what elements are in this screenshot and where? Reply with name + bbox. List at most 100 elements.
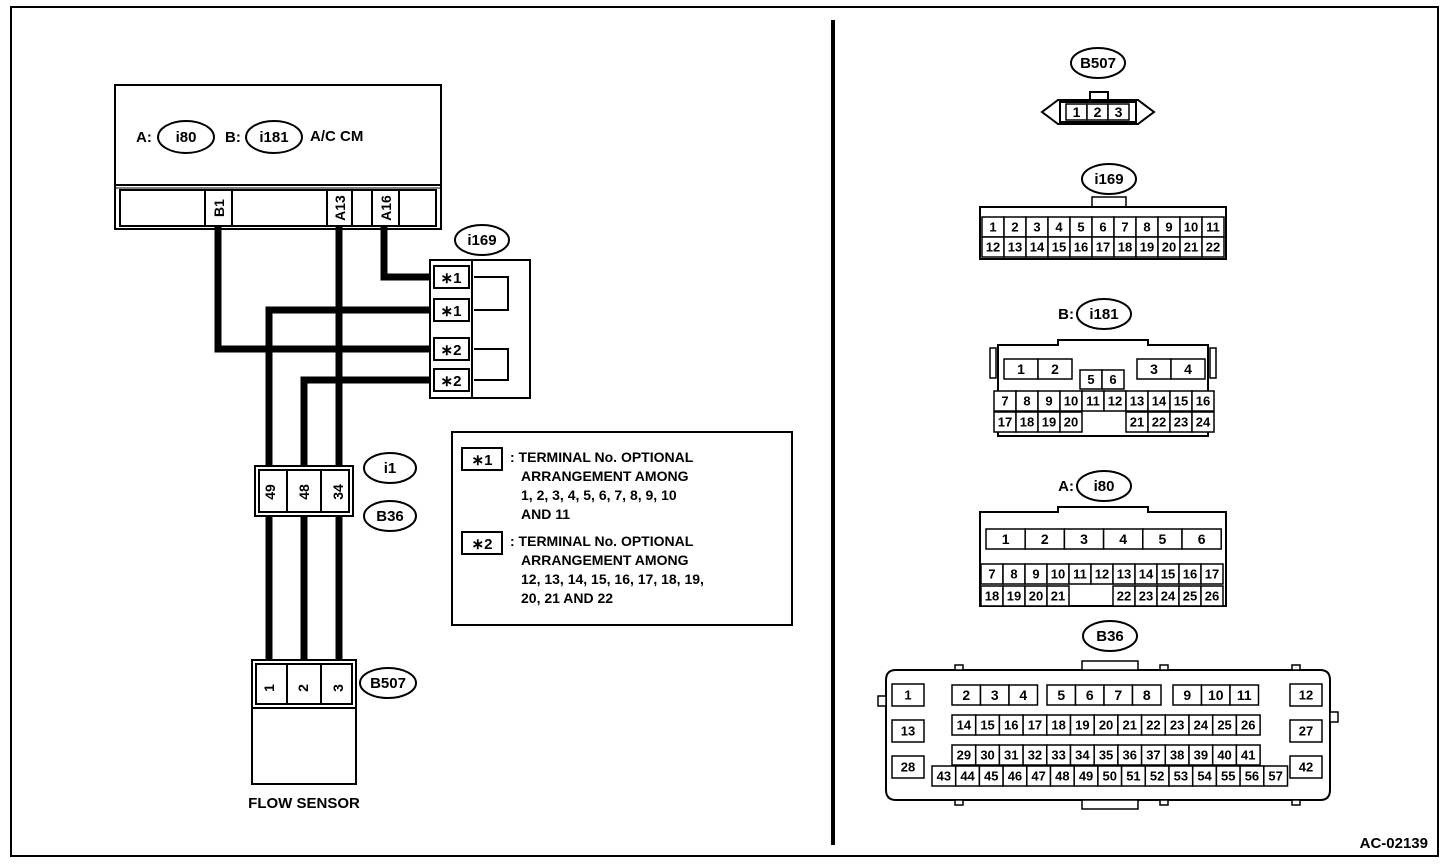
- sensor-pin-1: 1: [261, 684, 277, 692]
- legend-line: : TERMINAL No. OPTIONAL: [510, 533, 694, 549]
- pin-number: 29: [957, 748, 971, 763]
- wire-pin49-upper: [265, 306, 432, 468]
- pin-number: 3: [1033, 220, 1040, 235]
- pin-number: 15: [1161, 567, 1175, 582]
- pin-number: 55: [1221, 769, 1235, 784]
- pin-number: 18: [1118, 240, 1132, 255]
- legend-key-1: ∗1: [472, 452, 493, 469]
- joint-pin-34: 34: [330, 484, 346, 500]
- pin-number: 11: [1086, 394, 1100, 409]
- i169-label: i169: [467, 232, 496, 249]
- i169-pin-star1: ∗1: [441, 270, 462, 287]
- pin-number: 8: [1143, 687, 1151, 703]
- pin-cell: [891, 683, 925, 707]
- figure-code: AC-02139: [1360, 835, 1428, 852]
- pin-number: 8: [1023, 394, 1030, 409]
- pin-number: 2: [1094, 104, 1102, 120]
- pin-number: 10: [1208, 687, 1224, 703]
- i181-face-label: i181: [1089, 306, 1118, 323]
- pin-cell: [1289, 719, 1323, 743]
- module-prefix-b: B:: [225, 129, 241, 146]
- pin-number: 28: [901, 760, 915, 775]
- pin-cell: [1170, 358, 1206, 380]
- pin-number: 49: [1079, 769, 1093, 784]
- pin-number: 4: [1055, 220, 1063, 235]
- page-frame: [10, 6, 1439, 857]
- pin-number: 25: [1217, 718, 1231, 733]
- pin-number: 5: [1087, 372, 1094, 387]
- pin-number: 7: [988, 567, 995, 582]
- joint-label-b36: B36: [376, 508, 404, 525]
- pin-cell: [1200, 585, 1224, 607]
- pin-number: 22: [1206, 240, 1220, 255]
- pin-number: 39: [1194, 748, 1208, 763]
- pin-cell: [1289, 683, 1323, 707]
- pin-number: 3: [1080, 531, 1088, 547]
- pin-number: 24: [1161, 589, 1176, 604]
- module-prefix-a: A:: [136, 129, 152, 146]
- pin-number: 14: [1152, 394, 1167, 409]
- i169-pin-star1: ∗1: [441, 303, 462, 320]
- connector-label-oval: [1082, 620, 1138, 652]
- pin-number: 4: [1184, 361, 1192, 377]
- pin-number: 18: [1051, 718, 1065, 733]
- pin-number: 12: [1095, 567, 1109, 582]
- pin-number: 15: [1174, 394, 1188, 409]
- pin-number: 24: [1196, 415, 1211, 430]
- pin-number: 10: [1064, 394, 1078, 409]
- pin-number: 20: [1099, 718, 1113, 733]
- pin-number: 5: [1077, 220, 1084, 235]
- pin-number: 17: [1028, 718, 1042, 733]
- pin-number: 48: [1055, 769, 1069, 784]
- flow-sensor: 1 2 3 B507 FLOW SENSOR: [248, 659, 417, 812]
- pin-number: 36: [1123, 748, 1137, 763]
- legend-line: 1, 2, 3, 4, 5, 6, 7, 8, 9, 10: [521, 487, 677, 503]
- pin-number: 52: [1150, 769, 1164, 784]
- pin-number: 5: [1159, 531, 1167, 547]
- pin-number: 21: [1123, 718, 1137, 733]
- pin-number: 17: [998, 415, 1012, 430]
- pin-number: 9: [1183, 687, 1191, 703]
- pin-number: 25: [1183, 589, 1197, 604]
- pin-number: 22: [1152, 415, 1166, 430]
- wire-b1: [214, 226, 432, 353]
- terminal-a13: A13: [332, 195, 348, 221]
- pin-number: 1: [1017, 361, 1025, 377]
- pin-number: 6: [1086, 687, 1094, 703]
- pin-number: 27: [1299, 724, 1313, 739]
- pin-number: 13: [1130, 394, 1144, 409]
- pin-number: 53: [1174, 769, 1188, 784]
- pin-number: 16: [1074, 240, 1088, 255]
- sensor-name: FLOW SENSOR: [248, 795, 360, 812]
- joint-label-i1: i1: [384, 460, 397, 477]
- pin-number: 22: [1117, 589, 1131, 604]
- legend-line: 20, 21 AND 22: [521, 590, 613, 606]
- pin-cell: [1059, 411, 1083, 433]
- pin-number: 20: [1029, 589, 1043, 604]
- connector-label-oval: [1076, 470, 1132, 502]
- legend-line: ARRANGEMENT AMONG: [521, 552, 689, 568]
- b36-face-label: B36: [1096, 628, 1124, 645]
- pin-number: 10: [1051, 567, 1065, 582]
- i169-face-label: i169: [1094, 171, 1123, 188]
- pin-number: 18: [1020, 415, 1034, 430]
- pin-number: 44: [960, 769, 975, 784]
- pin-cell: [1191, 390, 1215, 412]
- i169-pin-star2: ∗2: [441, 373, 462, 390]
- pin-number: 11: [1237, 687, 1252, 703]
- pin-number: 18: [985, 589, 999, 604]
- i80-face-label: i80: [1094, 478, 1115, 495]
- pin-number: 54: [1197, 769, 1212, 784]
- pin-number: 22: [1146, 718, 1160, 733]
- i169-pin-star2: ∗2: [441, 342, 462, 359]
- ac-control-module: A: i80 B: i181 A/C CM B1 A13 A16: [114, 84, 442, 230]
- legend-line: : TERMINAL No. OPTIONAL: [510, 449, 694, 465]
- sensor-pin-2: 2: [295, 684, 311, 692]
- sensor-pin-3: 3: [330, 684, 346, 692]
- legend-line: ARRANGEMENT AMONG: [521, 468, 689, 484]
